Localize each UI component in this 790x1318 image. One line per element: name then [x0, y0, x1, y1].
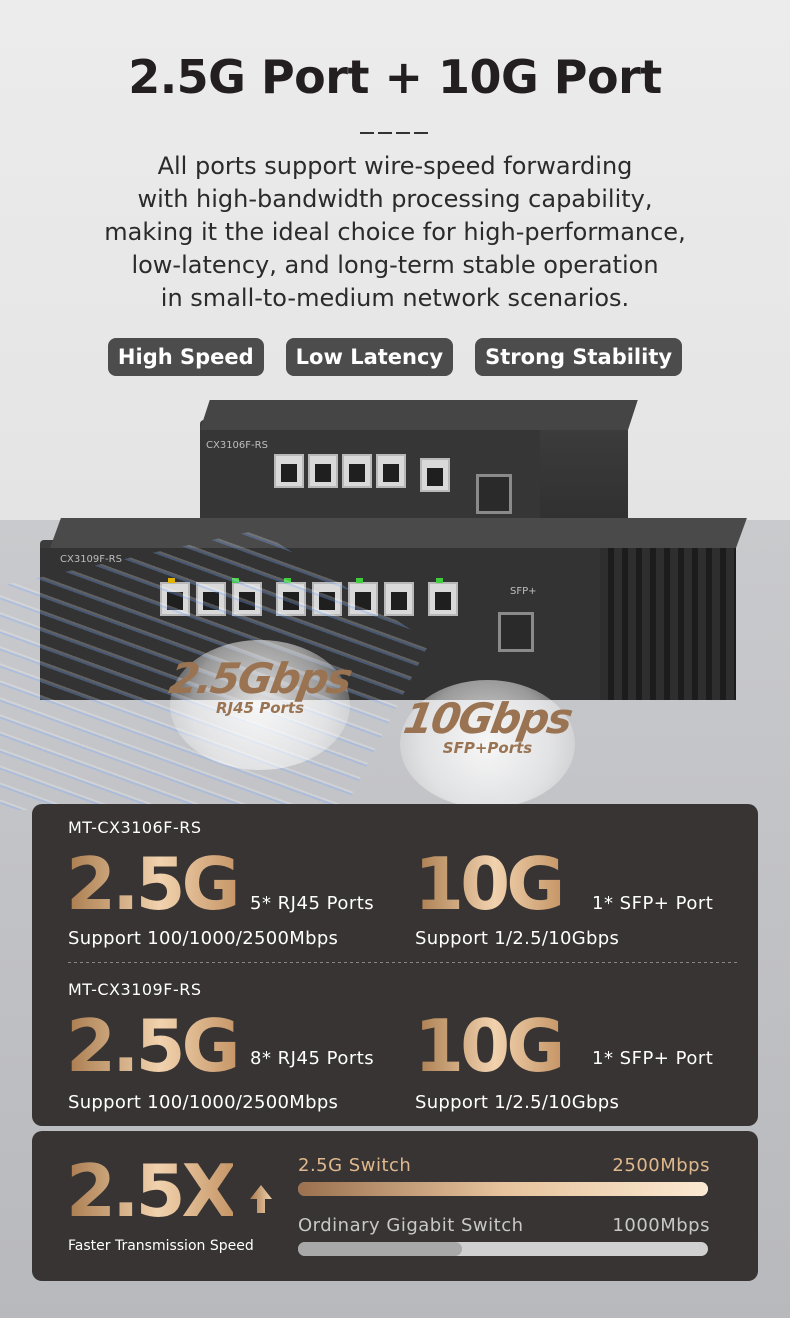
switch-model-label: CX3109F-RS	[60, 554, 122, 565]
intro-line: making it the ideal choice for high-perf…	[104, 218, 686, 246]
badge-high-speed: High Speed	[107, 338, 264, 376]
badge-low-latency: Low Latency	[285, 338, 454, 376]
bar-fill-gigabit	[298, 1242, 462, 1256]
callout-rj45: 2.5Gbps RJ45 Ports	[166, 640, 354, 770]
port-led	[168, 578, 175, 583]
rj45-port	[384, 582, 414, 616]
switch-model-label: CX3106F-RS	[206, 440, 268, 451]
intro-line: low-latency, and long-term stable operat…	[131, 251, 659, 279]
callout-sfp-ports: SFP+Ports	[442, 739, 533, 757]
speed-multiplier: 2.5X	[66, 1149, 237, 1233]
rj45-port	[196, 582, 226, 616]
switch-cx3109f: CX3109F-RS SFP+	[40, 518, 747, 700]
port-led	[356, 578, 363, 583]
rj45-port	[312, 582, 342, 616]
model-name: MT-CX3106F-RS	[68, 818, 202, 837]
rj45-port-count: 5* RJ45 Ports	[250, 893, 375, 914]
page-title: 2.5G Port + 10G Port	[128, 50, 662, 104]
rj45-port	[342, 454, 372, 488]
sfp-port-count: 1* SFP+ Port	[592, 893, 714, 914]
callout-sfp-speed: 10Gbps	[400, 694, 575, 743]
intro-line: All ports support wire-speed forwarding	[157, 152, 633, 180]
sfp-support: Support 1/2.5/10Gbps	[415, 1092, 620, 1113]
rj45-port	[308, 454, 338, 488]
rj45-port-count: 8* RJ45 Ports	[250, 1048, 375, 1069]
rj45-port	[232, 582, 262, 616]
port-led	[232, 578, 239, 583]
sfp-label: SFP+	[510, 586, 537, 597]
sfp-support: Support 1/2.5/10Gbps	[415, 928, 620, 949]
product-illustration: CX3106F-RS CX3109F-RS SFP+	[0, 400, 790, 810]
bar-track-25g	[298, 1182, 708, 1196]
rj45-speed: 2.5G	[66, 842, 241, 926]
intro-line: with high-bandwidth processing capabilit…	[137, 185, 653, 213]
rj45-port	[274, 454, 304, 488]
bar-track-gigabit	[298, 1242, 708, 1256]
bar-label-gigabit: Ordinary Gigabit Switch	[298, 1215, 524, 1236]
sfp-port	[476, 474, 512, 514]
title-divider	[360, 132, 430, 134]
rj45-port	[348, 582, 378, 616]
switch-lid	[200, 400, 638, 430]
rj45-port	[376, 454, 406, 488]
callout-rj45-ports: RJ45 Ports	[215, 699, 305, 717]
speed-panel: 2.5X Faster Transmission Speed 2.5G Swit…	[32, 1131, 758, 1281]
sfp-speed: 10G	[414, 842, 565, 926]
arrow-up-icon	[250, 1185, 272, 1213]
sfp-speed: 10G	[414, 1004, 565, 1088]
bar-label-25g: 2.5G Switch	[298, 1155, 412, 1176]
port-led	[284, 578, 291, 583]
port-led	[436, 578, 443, 583]
specs-panel: MT-CX3106F-RS 2.5G 5* RJ45 Ports Support…	[32, 804, 758, 1126]
bar-fill-25g	[298, 1182, 708, 1196]
feature-badges: High Speed Low Latency Strong Stability	[0, 338, 790, 376]
rj45-support: Support 100/1000/2500Mbps	[68, 1092, 339, 1113]
rj45-port	[428, 582, 458, 616]
bar-value-gigabit: 1000Mbps	[612, 1215, 710, 1236]
sfp-port-count: 1* SFP+ Port	[592, 1048, 714, 1069]
dashed-divider	[68, 962, 740, 963]
rj45-port	[276, 582, 306, 616]
speed-caption: Faster Transmission Speed	[68, 1238, 254, 1254]
bar-value-25g: 2500Mbps	[612, 1155, 710, 1176]
callout-sfp: 10Gbps SFP+Ports	[400, 680, 575, 808]
switch-vent-side	[600, 548, 736, 700]
rj45-port	[160, 582, 190, 616]
intro-line: in small-to-medium network scenarios.	[160, 284, 630, 312]
callout-rj45-speed: 2.5Gbps	[165, 654, 355, 703]
rj45-speed: 2.5G	[66, 1004, 241, 1088]
rj45-support: Support 100/1000/2500Mbps	[68, 928, 339, 949]
badge-strong-stability: Strong Stability	[475, 338, 683, 376]
model-name: MT-CX3109F-RS	[68, 980, 202, 999]
switch-lid	[50, 518, 747, 548]
intro-text: All ports support wire-speed forwarding …	[60, 150, 730, 315]
sfp-port	[498, 612, 534, 652]
rj45-port	[420, 458, 450, 492]
